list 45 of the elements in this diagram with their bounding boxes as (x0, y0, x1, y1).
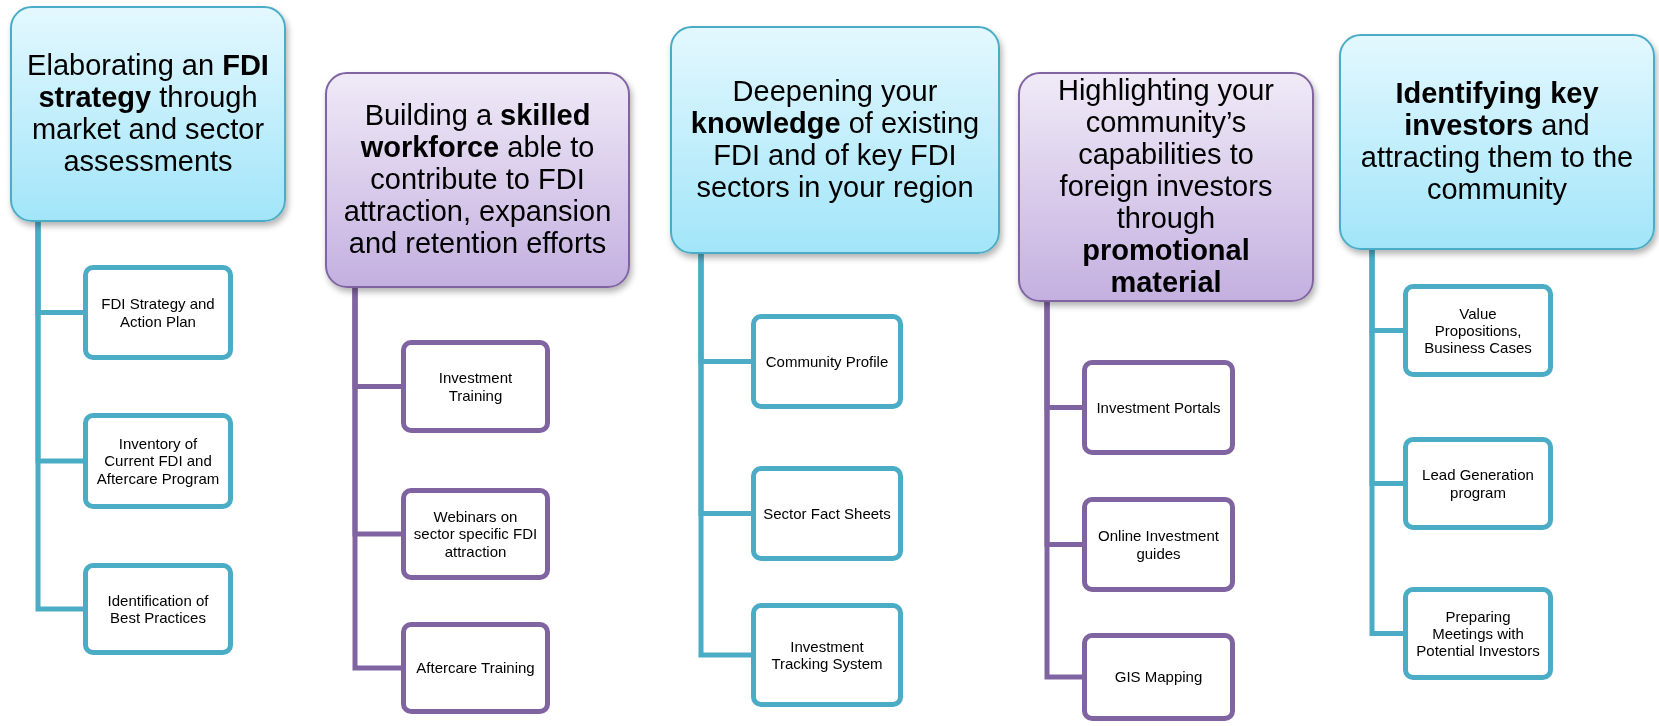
item-label: Investment Training (437, 369, 514, 404)
item-box (83, 265, 233, 360)
item-box (401, 622, 550, 714)
category-box (1339, 34, 1655, 250)
item-box (1403, 437, 1553, 530)
item-label: Webinars on sector specific FDI attraction (412, 508, 539, 560)
item-label: GIS Mapping (1114, 668, 1203, 686)
item-box (83, 563, 233, 655)
item-label: FDI Strategy and Action Plan (100, 295, 216, 330)
connector-line (698, 254, 751, 658)
item-label: Inventory of Current FDI and Aftercare Program (95, 435, 221, 487)
item-label: Aftercare Training (416, 659, 535, 677)
item-label: Sector Fact Sheets (763, 504, 891, 523)
connector-line (1369, 250, 1403, 636)
item-box (751, 466, 903, 561)
category-title: Identifying key investors and attracting them to the community (1359, 78, 1635, 206)
category-box (325, 72, 630, 288)
category-title: Highlighting your community’s capabilities to foreign investors through promotional material (1057, 75, 1275, 299)
category-box (1018, 72, 1314, 302)
item-box (83, 413, 233, 509)
category-box (10, 6, 286, 222)
item-label: Investment Portals (1096, 398, 1221, 417)
category-title: Elaborating an FDI strategy through market and sector assessments (26, 50, 270, 178)
connector-line (352, 288, 401, 671)
category-title: Building a skilled workforce able to contribute to FDI attraction, expansion and retention efforts (342, 100, 613, 260)
item-box (751, 314, 903, 409)
item-box (401, 340, 550, 433)
category-box (670, 26, 1000, 254)
item-box (751, 603, 903, 707)
item-box (1403, 284, 1553, 377)
category-title: Deepening your knowledge of existing FDI and of key FDI sectors in your region (689, 76, 981, 204)
connector-line (35, 222, 83, 612)
item-label: Community Profile (765, 352, 889, 371)
item-box (1082, 633, 1235, 721)
item-label: Online Investment guides (1097, 527, 1220, 562)
item-box (1082, 360, 1235, 455)
item-label: Preparing Meetings with Potential Investors (1415, 607, 1541, 660)
item-label: Value Propositions, Business Cases (1423, 304, 1533, 357)
item-box (1082, 497, 1235, 592)
connector-line (1044, 302, 1082, 680)
item-box (1403, 587, 1553, 680)
item-label: Identification of Best Practices (106, 591, 210, 627)
item-label: Investment Tracking System (770, 637, 884, 673)
item-label: Lead Generation program (1421, 466, 1535, 501)
item-box (401, 488, 550, 580)
